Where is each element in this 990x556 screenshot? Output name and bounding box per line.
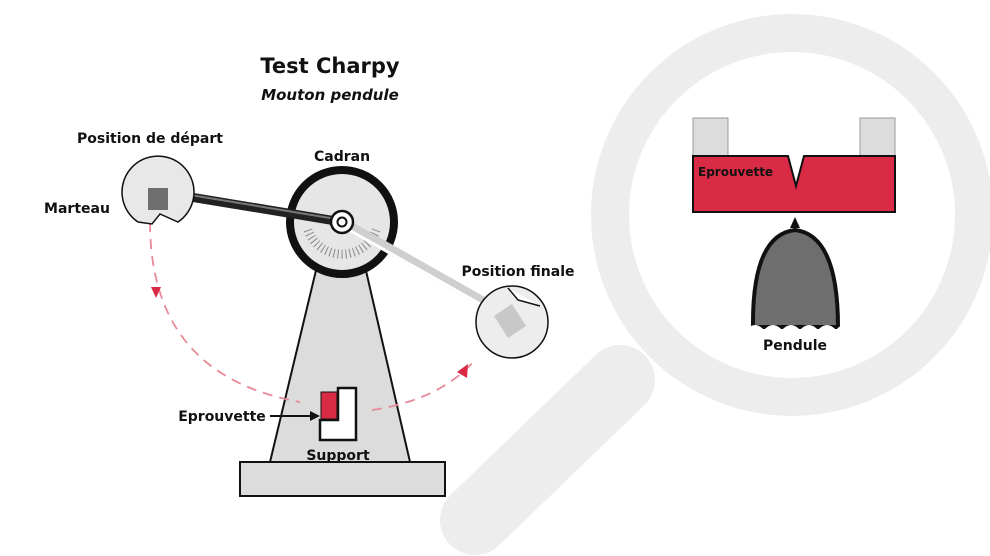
hammer-final-head: [494, 304, 526, 338]
specimen-bar: [320, 391, 338, 420]
label-start-position: Position de départ: [77, 131, 223, 147]
zoom-label-pendulum: Pendule: [763, 338, 827, 354]
hammer-final-notch: [507, 287, 541, 307]
dial-pivot-center: [336, 216, 348, 228]
machine-base: [239, 461, 446, 497]
zoom-support-right: [859, 117, 896, 157]
support: [318, 386, 358, 442]
label-support: Support: [306, 448, 370, 464]
specimen-pointer-arrowhead: [310, 411, 320, 421]
hammer-final: [475, 285, 549, 359]
trajectory-arrow-down: [151, 287, 161, 298]
page-title: Test Charpy: [260, 54, 400, 78]
dial-scale: [303, 228, 381, 259]
page-subtitle: Mouton pendule: [261, 86, 399, 104]
label-hammer: Marteau: [44, 201, 110, 217]
hammer-start-head: [148, 188, 168, 210]
zoom-impact-arrowhead: [790, 217, 800, 228]
label-dial: Cadran: [314, 149, 370, 165]
zoom-support-left: [692, 117, 729, 157]
zoom-label-specimen: Eprouvette: [698, 165, 773, 179]
hammer-start: [121, 155, 195, 225]
trajectory-arrow-right: [457, 364, 468, 378]
magnifier-handle: [440, 345, 655, 555]
zoom-specimen-bar: [692, 155, 896, 213]
zoom-pendulum-blade: [750, 227, 841, 329]
label-specimen: Eprouvette: [178, 409, 266, 425]
zoom-view: Eprouvette Pendule: [692, 117, 896, 354]
trajectory-arc-left: [149, 221, 301, 403]
label-end-position: Position finale: [461, 264, 574, 280]
support-bracket: [318, 386, 358, 442]
zoom-pendulum-break: [746, 325, 850, 340]
